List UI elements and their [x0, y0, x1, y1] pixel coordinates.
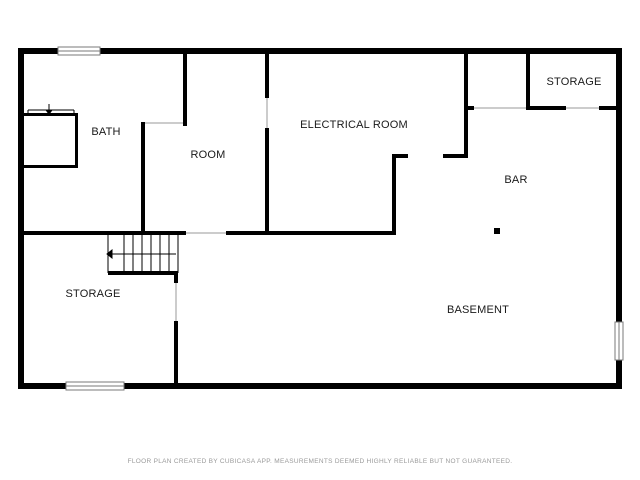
label-room: ROOM — [190, 149, 226, 161]
wall-room-left — [141, 122, 145, 234]
wall-elec-stub — [392, 154, 408, 158]
wall-storage-bottom — [526, 106, 566, 110]
wall-bottom — [18, 383, 622, 389]
wall-closet-left-stub — [464, 106, 474, 110]
wall-room-elec-lower — [265, 128, 269, 234]
stairs — [106, 235, 179, 273]
wall-storage-left-stub — [174, 271, 178, 283]
wall-closet-divider — [526, 54, 530, 110]
wall-bath-closet-bottom — [24, 165, 78, 168]
wall-right — [616, 48, 622, 389]
label-storage-left: STORAGE — [65, 288, 121, 300]
wall-elec-right — [392, 154, 396, 235]
window-right — [614, 321, 624, 361]
bar-post — [494, 228, 500, 234]
bath-arrow-icon — [45, 109, 53, 115]
exterior-walls — [18, 48, 622, 389]
wall-bath-closet-right — [75, 113, 78, 168]
door-openings — [145, 98, 599, 321]
wall-storage-left-top — [108, 271, 178, 275]
label-electrical-room: ELECTRICAL ROOM — [300, 119, 408, 131]
window-top — [57, 46, 101, 56]
wall-mid-left — [24, 231, 186, 235]
interior-walls — [24, 54, 616, 383]
windows — [57, 46, 624, 391]
label-bath: BATH — [91, 126, 121, 138]
wall-mid-right — [226, 231, 396, 235]
wall-left — [18, 48, 24, 389]
bath-fixture — [27, 104, 75, 115]
wall-top — [18, 48, 622, 54]
wall-room-elec-upper — [265, 54, 269, 98]
label-bar: BAR — [504, 174, 528, 186]
label-storage-top: STORAGE — [546, 76, 602, 88]
wall-bath-closet-top — [24, 113, 78, 116]
wall-bath-room — [183, 54, 187, 126]
wall-storage-left-right — [174, 321, 178, 383]
stairs-arrow-icon — [106, 248, 113, 260]
window-bottom — [65, 381, 125, 391]
label-basement: BASEMENT — [446, 304, 510, 316]
footer-disclaimer: FLOOR PLAN CREATED BY CUBICASA APP. MEAS… — [127, 458, 513, 465]
wall-elec-bar-stub — [443, 154, 468, 158]
wall-storage-right-stub — [599, 106, 616, 110]
